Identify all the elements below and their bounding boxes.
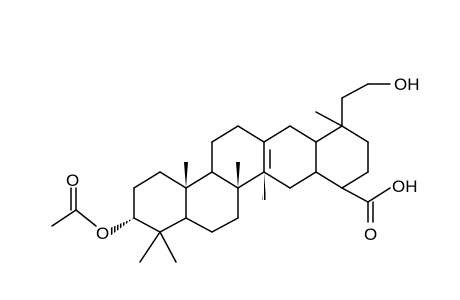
carboxyl-oh-label: OH bbox=[392, 177, 418, 196]
ester-o-label: O bbox=[96, 224, 109, 243]
carboxylic-acid bbox=[341, 187, 391, 223]
ring-e bbox=[315, 125, 369, 189]
ring-a bbox=[133, 171, 187, 233]
ring-d bbox=[263, 125, 317, 189]
hydroxymethyl-oh-label: OH bbox=[394, 75, 420, 94]
gem-dimethyl-c4 bbox=[139, 231, 177, 263]
methyl-wedge-c8 bbox=[236, 162, 240, 188]
ester-o-hash-c3 bbox=[110, 218, 134, 236]
ring-b bbox=[185, 171, 239, 233]
acetyl-o-label: O bbox=[66, 171, 79, 190]
methyl-hash-c14 bbox=[262, 172, 266, 200]
carboxyl-o-label: O bbox=[364, 225, 377, 244]
methyl-wedge-c10 bbox=[184, 162, 188, 188]
ring-c bbox=[211, 125, 265, 189]
c20-substituents bbox=[315, 83, 391, 127]
acetyl-group bbox=[51, 187, 97, 227]
